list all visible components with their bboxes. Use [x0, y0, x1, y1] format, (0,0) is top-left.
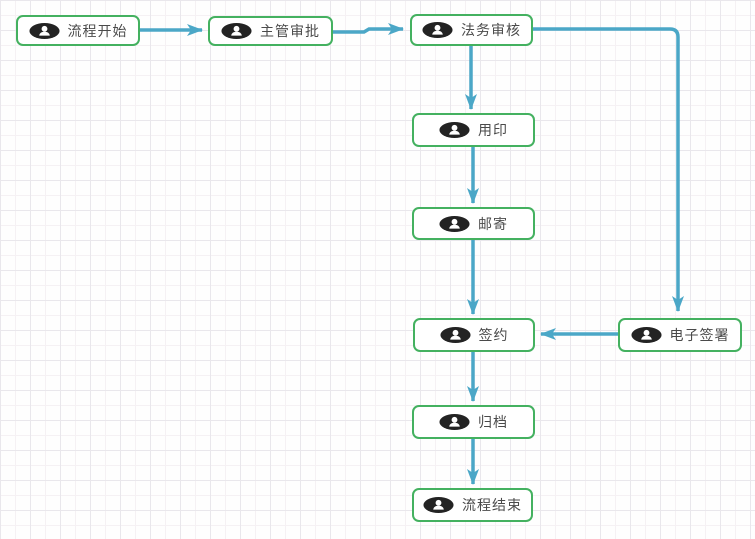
user-icon	[423, 497, 454, 513]
node-label: 归档	[478, 415, 508, 431]
edge-supervisor-to-legal	[333, 23, 404, 35]
node-process-end[interactable]: 流程结束	[412, 488, 533, 522]
user-icon	[28, 22, 60, 39]
node-label: 流程结束	[462, 498, 522, 514]
node-label: 主管审批	[260, 24, 320, 40]
node-e-signature[interactable]: 电子签署	[618, 318, 742, 352]
user-icon	[439, 215, 470, 232]
user-icon	[221, 23, 252, 39]
node-supervisor-approval[interactable]: 主管审批	[208, 16, 333, 46]
node-label: 邮寄	[478, 216, 508, 233]
node-mail[interactable]: 邮寄	[412, 207, 535, 240]
user-icon	[439, 414, 470, 430]
user-icon	[439, 122, 470, 138]
node-process-start[interactable]: 流程开始	[16, 15, 140, 46]
node-label: 签约	[478, 328, 509, 344]
edge-legal-to-esign	[533, 27, 684, 312]
node-archive[interactable]: 归档	[412, 405, 535, 439]
node-label: 法务审核	[461, 23, 521, 39]
node-legal-review[interactable]: 法务审核	[410, 14, 533, 46]
user-icon	[422, 22, 453, 38]
node-sign-contract[interactable]: 签约	[413, 318, 535, 352]
node-label: 电子签署	[669, 328, 730, 344]
user-icon	[630, 327, 662, 343]
node-seal[interactable]: 用印	[412, 113, 535, 147]
user-icon	[439, 327, 471, 343]
node-label: 流程开始	[67, 23, 128, 40]
node-label: 用印	[478, 123, 508, 139]
